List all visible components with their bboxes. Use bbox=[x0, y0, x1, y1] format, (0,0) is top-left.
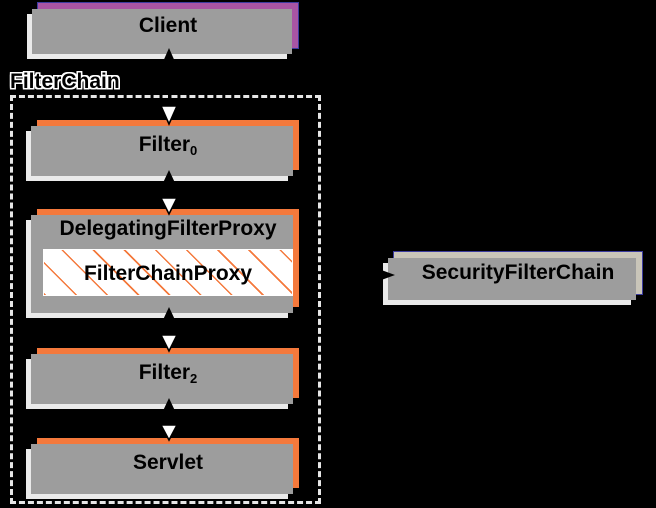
connector-filter2-to-servlet bbox=[158, 398, 180, 442]
node-filter-2-label: Filter2 bbox=[138, 361, 198, 386]
node-security-filter-chain[interactable]: SecurityFilterChain bbox=[383, 251, 643, 305]
node-servlet-label: Servlet bbox=[132, 451, 204, 474]
node-client[interactable]: Client bbox=[27, 2, 299, 59]
node-filter-0-label: Filter0 bbox=[138, 133, 198, 158]
node-client-label: Client bbox=[138, 13, 198, 37]
connector-delegating-filter-proxy-to-filter2 bbox=[158, 307, 180, 353]
node-filter-0[interactable]: Filter0 bbox=[26, 120, 299, 181]
node-filter-chain-proxy-label: FilterChainProxy bbox=[83, 262, 253, 285]
node-delegating-filter-proxy[interactable]: DelegatingFilterProxy FilterChainProxy bbox=[26, 209, 299, 318]
node-delegating-filter-proxy-label: DelegatingFilterProxy bbox=[59, 217, 277, 240]
connector-filter0-to-delegating-filter-proxy bbox=[158, 170, 180, 216]
node-servlet[interactable]: Servlet bbox=[26, 438, 299, 499]
node-filter-0-subscript: 0 bbox=[190, 142, 198, 158]
connector-client-to-filter0 bbox=[158, 48, 180, 126]
node-filter-2[interactable]: Filter2 bbox=[26, 348, 299, 409]
connector-filter-chain-proxy-to-security-filter-chain bbox=[299, 265, 395, 285]
node-filter-chain-proxy[interactable]: FilterChainProxy bbox=[43, 249, 293, 296]
filter-chain-caption: FilterChain bbox=[10, 70, 120, 93]
node-filter-2-subscript: 2 bbox=[190, 370, 198, 386]
filter-chain-container bbox=[10, 95, 321, 504]
node-security-filter-chain-label: SecurityFilterChain bbox=[421, 261, 615, 284]
